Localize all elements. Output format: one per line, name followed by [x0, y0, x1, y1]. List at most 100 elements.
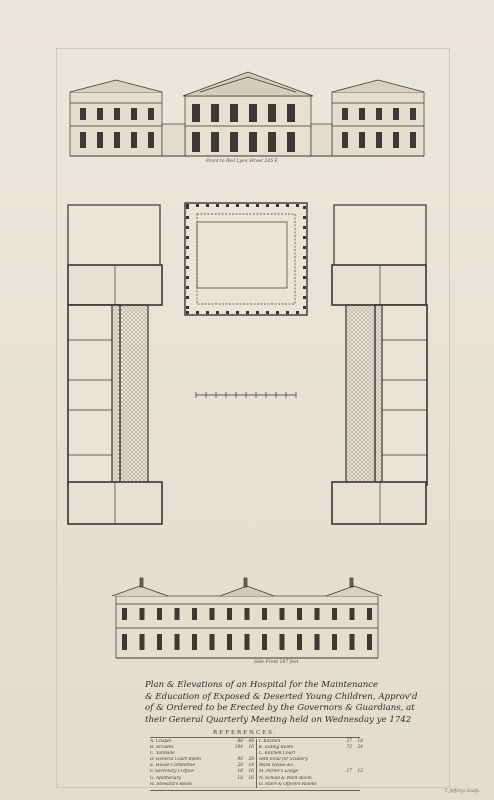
window	[349, 608, 355, 620]
reference-dimension: 20	[237, 763, 243, 769]
window	[157, 608, 162, 620]
reference-dimension	[352, 782, 363, 788]
plan-pier	[186, 266, 189, 269]
plan-pier	[246, 204, 249, 207]
window	[97, 108, 103, 120]
arcade-opening	[211, 132, 219, 152]
plan-pier	[286, 204, 289, 207]
plan-pier	[216, 311, 219, 314]
arched-window	[192, 104, 200, 122]
plan-pier	[186, 226, 189, 229]
window	[262, 608, 267, 620]
plan-pier	[186, 256, 189, 259]
plan-pier	[303, 206, 306, 209]
reference-dimension: 17	[346, 769, 352, 775]
window	[80, 132, 86, 148]
reference-dimension: 86	[237, 739, 243, 744]
window	[244, 608, 250, 620]
reference-dimension	[243, 782, 254, 788]
reference-label: Wash House &c.	[259, 763, 295, 769]
window	[297, 608, 302, 620]
plan-pier	[303, 216, 306, 219]
plan-pier	[303, 226, 306, 229]
reference-row: H. Steward's Room	[150, 782, 254, 788]
plan-pier	[206, 204, 209, 207]
reference-dimension	[232, 782, 243, 788]
plan-pier	[276, 311, 279, 314]
reference-row: C. Yardside	[150, 751, 254, 757]
reference-dimension: 16	[248, 775, 254, 781]
reference-label: C. Yardside	[150, 751, 175, 757]
plan-pier	[186, 311, 189, 314]
plan-pier	[256, 311, 259, 314]
arcade-opening	[268, 132, 276, 152]
plate-title: Plan & Elevations of an Hospital for the…	[145, 680, 418, 726]
reference-dimension: 18	[357, 739, 363, 744]
reference-label: F. Secretary's Office	[150, 769, 194, 775]
arcade-opening	[230, 132, 238, 152]
window	[332, 634, 337, 650]
window	[376, 132, 382, 148]
window	[227, 608, 232, 620]
window	[314, 608, 320, 620]
plan-pier	[303, 256, 306, 259]
arched-window	[230, 104, 238, 122]
reference-label: K. Eating Room	[259, 745, 294, 751]
plan-pier	[186, 286, 189, 289]
top-elevation-caption: Front to Red Lyon Street 245 F.	[206, 159, 279, 164]
plan-pier	[246, 311, 249, 314]
arcade-opening	[249, 132, 257, 152]
reference-dimension: 24	[357, 745, 363, 751]
reference-dimension: 18	[237, 775, 243, 781]
plan-pier	[303, 266, 306, 269]
window	[279, 608, 285, 620]
reference-dimension: 28	[248, 757, 254, 763]
window	[227, 634, 232, 650]
window	[139, 634, 145, 650]
engraver-credit: T. Jefferys Sculp.	[444, 788, 480, 793]
plan-pier	[303, 306, 306, 309]
window	[97, 132, 103, 148]
window	[122, 634, 127, 650]
window	[342, 132, 348, 148]
plan-pier	[226, 311, 229, 314]
reference-row: with Scull for Scullery	[259, 757, 363, 763]
references-heading: REFERENCES.	[213, 730, 278, 736]
window	[131, 132, 137, 148]
window	[367, 634, 372, 650]
window	[114, 108, 120, 120]
window	[157, 634, 162, 650]
window	[139, 608, 145, 620]
window	[297, 634, 302, 650]
reference-label: D. General Court Room	[150, 757, 201, 763]
plan-pier	[186, 236, 189, 239]
plan-pier	[276, 204, 279, 207]
reference-label: L. Kitchen Court	[259, 751, 296, 757]
plan-pier	[296, 204, 299, 207]
arched-window	[211, 104, 219, 122]
top-elevation	[69, 71, 425, 157]
plan-pier	[186, 206, 189, 209]
plan-pier	[186, 246, 189, 249]
reference-dimension: 18	[237, 769, 243, 775]
arcade-opening	[287, 132, 295, 152]
window	[367, 608, 372, 620]
window	[410, 132, 416, 148]
arched-window	[268, 104, 276, 122]
reference-label: N. School & Work Room	[259, 775, 312, 781]
arched-window	[249, 104, 257, 122]
title-line: of & Ordered to be Erected by the Govern…	[145, 703, 415, 713]
window	[122, 608, 127, 620]
reference-label: E. House Committee	[150, 763, 196, 769]
plan-pier	[286, 311, 289, 314]
plan-pier	[266, 204, 269, 207]
reference-row: Wash House &c.	[259, 763, 363, 769]
window	[410, 108, 416, 120]
